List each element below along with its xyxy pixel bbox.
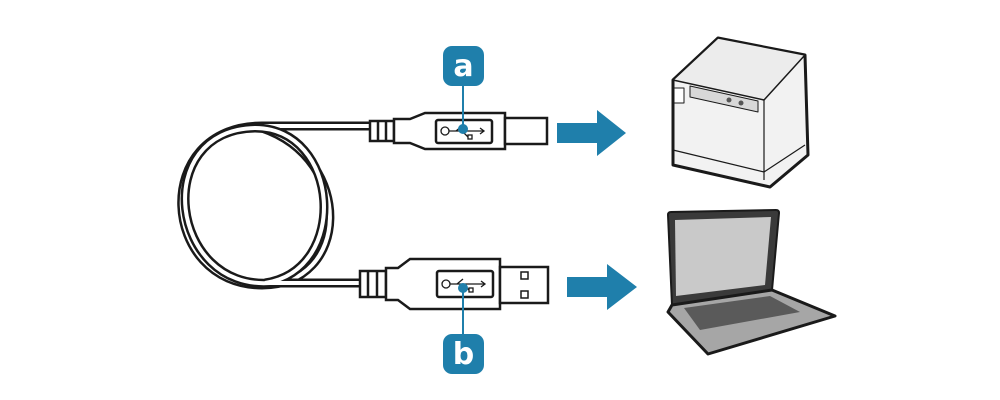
printer-icon: [671, 36, 810, 189]
usb-cable-icon: [177, 121, 370, 290]
laptop-icon: [666, 209, 837, 356]
usb-a-connector-icon: [358, 257, 550, 311]
arrow-right-icon: [567, 264, 637, 310]
callout-b-label: b: [453, 337, 474, 372]
callout-a-label: a: [453, 49, 473, 84]
callout-a: a: [443, 46, 484, 134]
callout-b: b: [443, 283, 484, 374]
arrow-right-icon: [557, 110, 626, 156]
